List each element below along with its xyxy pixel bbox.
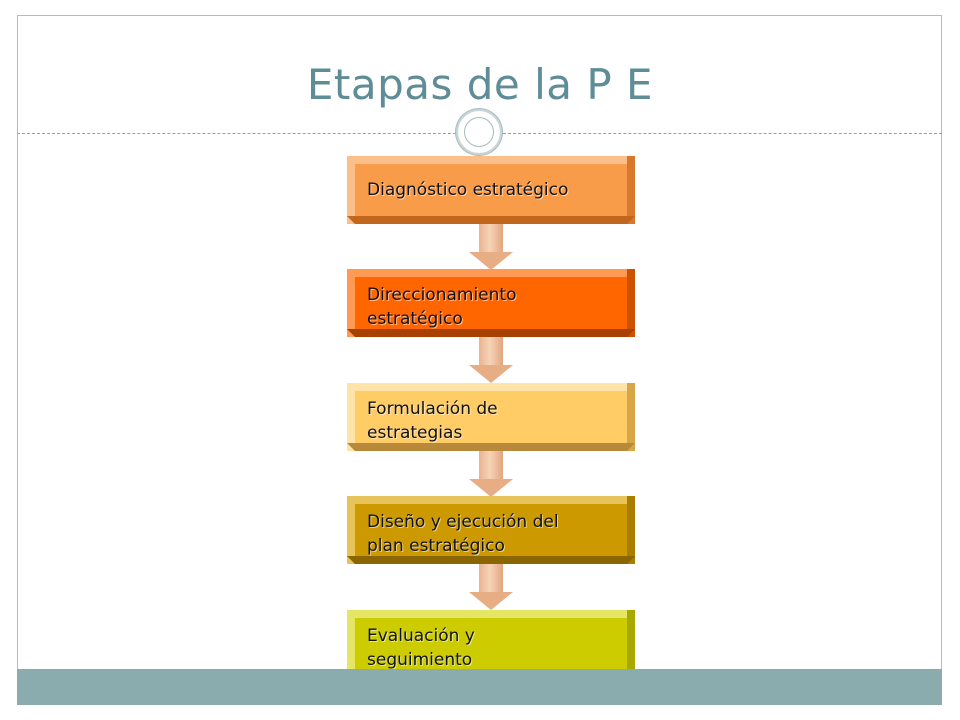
step-bevel bbox=[347, 269, 635, 277]
step-diseno-ejecucion: Diseño y ejecución del plan estratégico bbox=[347, 496, 635, 564]
step-bevel bbox=[347, 156, 355, 224]
step-bevel bbox=[627, 156, 635, 224]
down-arrow-icon bbox=[469, 564, 513, 611]
step-face: Diseño y ejecución del plan estratégico bbox=[355, 504, 627, 556]
step-evaluacion: Evaluación y seguimiento bbox=[347, 610, 635, 678]
step-face: Direccionamiento estratégico bbox=[355, 277, 627, 329]
step-bevel bbox=[347, 496, 355, 564]
footer-band bbox=[17, 669, 942, 705]
step-direccionamiento: Direccionamiento estratégico bbox=[347, 269, 635, 337]
step-label: Direccionamiento estratégico bbox=[367, 285, 517, 329]
step-bevel bbox=[627, 383, 635, 451]
step-face: Evaluación y seguimiento bbox=[355, 618, 627, 670]
down-arrow-icon bbox=[469, 224, 513, 271]
step-label: Diagnóstico estratégico bbox=[367, 180, 569, 200]
step-bevel bbox=[347, 156, 635, 164]
slide-title: Etapas de la P E bbox=[306, 60, 654, 109]
down-arrow-icon bbox=[469, 451, 513, 498]
step-bevel bbox=[347, 496, 635, 504]
step-bevel bbox=[627, 610, 635, 678]
step-bevel bbox=[347, 443, 635, 451]
down-arrow-icon bbox=[469, 337, 513, 384]
step-bevel bbox=[347, 329, 635, 337]
step-formulacion: Formulación de estrategias bbox=[347, 383, 635, 451]
step-bevel bbox=[347, 383, 355, 451]
step-bevel bbox=[347, 610, 355, 678]
step-face: Diagnóstico estratégico bbox=[355, 164, 627, 216]
step-bevel bbox=[347, 269, 355, 337]
step-bevel bbox=[347, 383, 635, 391]
step-bevel bbox=[347, 556, 635, 564]
ring-ornament-icon bbox=[456, 109, 502, 155]
step-bevel bbox=[347, 216, 635, 224]
step-bevel bbox=[627, 269, 635, 337]
step-bevel bbox=[347, 610, 635, 618]
step-bevel bbox=[627, 496, 635, 564]
step-diagnostico: Diagnóstico estratégico bbox=[347, 156, 635, 224]
step-face: Formulación de estrategias bbox=[355, 391, 627, 443]
step-label: Diseño y ejecución del plan estratégico bbox=[367, 512, 559, 556]
step-label: Formulación de estrategias bbox=[367, 399, 498, 443]
step-label: Evaluación y seguimiento bbox=[367, 626, 475, 670]
